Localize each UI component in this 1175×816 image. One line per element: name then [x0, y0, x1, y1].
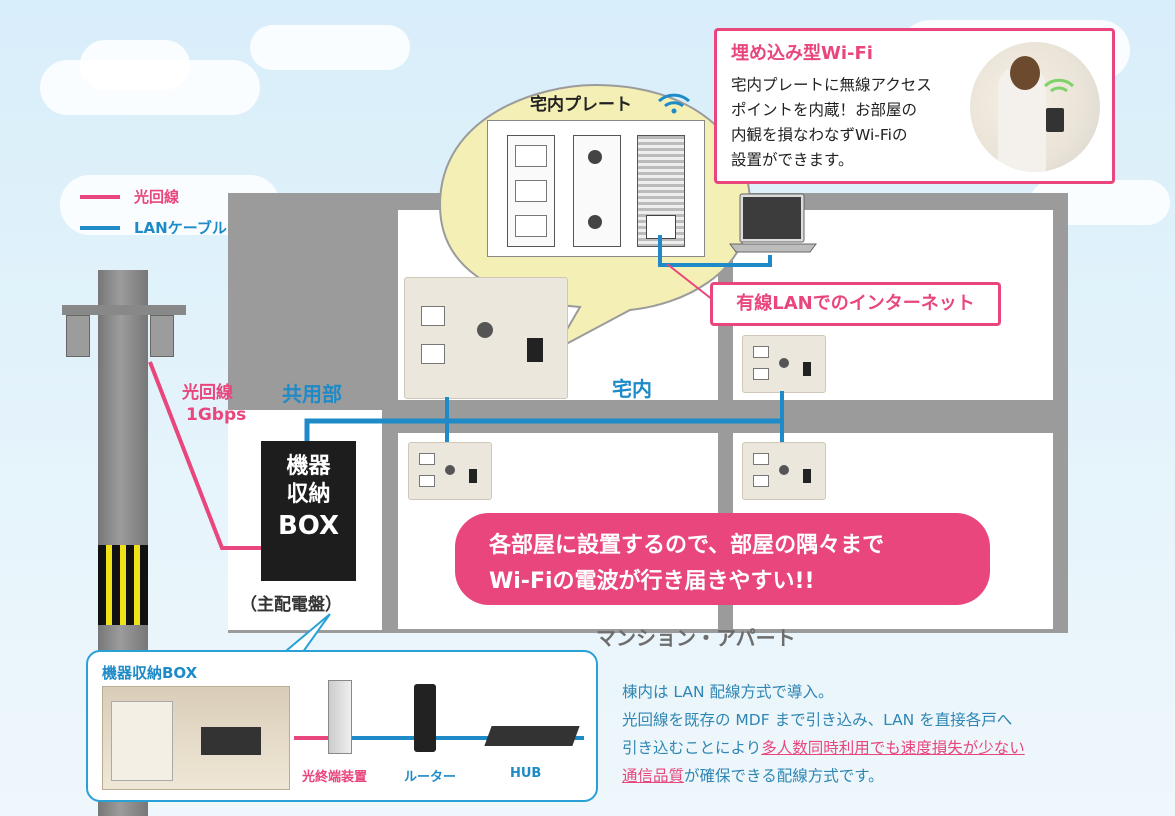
- connection-line: [294, 736, 584, 740]
- description: 棟内は LAN 配線方式で導入。 光回線を既存の MDF まで引き込み、LAN …: [622, 678, 1142, 790]
- box-label-line: 機器: [286, 454, 331, 479]
- coverage-banner: 各部屋に設置するので、部屋の隅々まで Wi-Fiの電波が行き届きやすい!!: [455, 513, 990, 605]
- outlet-socket: [421, 344, 445, 364]
- tv-jack: [779, 465, 789, 475]
- tv-jack: [588, 150, 602, 164]
- outlet-socket: [419, 475, 435, 487]
- description-line: 引き込むことにより多人数同時利用でも速度損失が少ない: [622, 734, 1142, 762]
- description-line: 通信品質が確保できる配線方式です。: [622, 762, 1142, 790]
- fiber-label: 光回線: [182, 383, 233, 403]
- box-label-line: 収納: [286, 482, 331, 507]
- wired-lan-callout: 有線LANでのインターネット: [710, 282, 1001, 326]
- lan-port-icon: [803, 469, 811, 483]
- description-line: 光回線を既存の MDF まで引き込み、LAN を直接各戸へ: [622, 711, 1013, 729]
- plate-title: 宅内プレート: [530, 95, 632, 115]
- pole-warning-band: [98, 545, 148, 625]
- storage-photo-panel: [111, 701, 173, 781]
- wifi-icon: [1043, 78, 1075, 93]
- banner-line: Wi-Fiの電波が行き届きやすい!!: [489, 569, 815, 594]
- description-text: 引き込むことにより: [622, 739, 762, 757]
- area-private-label: 宅内: [612, 377, 652, 401]
- wired-lan-text: 有線LANでのインターネット: [736, 293, 975, 314]
- outlet-socket: [753, 346, 769, 358]
- cloud: [250, 25, 410, 70]
- cloud: [80, 40, 190, 90]
- wifi-callout-line: 設置ができます。: [731, 151, 854, 169]
- storage-panel: 機器収納BOX 光終端装置 ルーター HUB: [86, 650, 598, 802]
- storage-photo-devices: [201, 727, 261, 755]
- person-hair: [1010, 56, 1040, 90]
- description-highlight: 通信品質: [622, 767, 685, 785]
- fiber-speed: 1Gbps: [186, 405, 247, 425]
- wifi-callout-line: 内観を損なわなずWi-Fiの: [731, 126, 908, 144]
- router-icon: [414, 684, 436, 752]
- wifi-callout-line: ポイントを内蔵！お部屋の: [731, 101, 918, 119]
- banner-line: 各部屋に設置するので、部屋の隅々まで: [489, 533, 885, 558]
- tv-jack: [779, 358, 789, 368]
- box-subtitle: （主配電盤）: [240, 595, 342, 615]
- outlet-socket: [753, 453, 769, 465]
- outlet-socket: [515, 145, 547, 167]
- building-label: マンション・アパート: [596, 626, 796, 650]
- tv-jack: [477, 322, 493, 338]
- outlet-socket: [753, 368, 769, 380]
- lan-port-icon: [527, 338, 543, 362]
- ont-icon: [328, 680, 352, 754]
- legend-lan-line: [80, 226, 120, 230]
- lan-cable-laptop: [658, 235, 772, 267]
- outlet-socket: [419, 453, 435, 465]
- storage-photo: [102, 686, 290, 790]
- legend-optical-line: [80, 195, 120, 199]
- legend-lan-label: LANケーブル: [134, 219, 227, 237]
- storage-title: 機器収納BOX: [102, 664, 198, 682]
- room-outlet: [408, 442, 492, 500]
- box-label-line: BOX: [277, 511, 340, 541]
- outlet-socket: [515, 180, 547, 202]
- pole-transformer: [150, 315, 174, 357]
- wired-pointer: [666, 263, 714, 301]
- person-photo: [970, 42, 1100, 172]
- area-common-label: 共用部: [282, 382, 342, 406]
- connection-line-optical: [294, 736, 330, 740]
- wifi-callout-title: 埋め込み型Wi-Fi: [731, 43, 873, 64]
- equipment-box: 機器 収納 BOX: [261, 441, 356, 581]
- lan-port-icon: [469, 469, 477, 483]
- pole-transformer: [66, 315, 90, 357]
- device-label-ont: 光終端装置: [302, 770, 368, 785]
- description-text: が確保できる配線方式です。: [684, 767, 884, 785]
- lan-port-icon: [803, 362, 811, 376]
- legend-optical-label: 光回線: [134, 188, 180, 206]
- device-label-hub: HUB: [510, 766, 542, 781]
- tv-jack: [588, 215, 602, 229]
- wifi-callout-line: 宅内プレートに無線アクセス: [731, 76, 932, 94]
- laptop-icon: [729, 193, 817, 253]
- pole-crossarm: [62, 305, 186, 315]
- wifi-icon: [657, 93, 691, 114]
- outlet-socket: [421, 306, 445, 326]
- tv-jack: [445, 465, 455, 475]
- device-label-router: ルーター: [404, 770, 457, 785]
- tablet-icon: [1046, 108, 1064, 132]
- hub-icon: [484, 726, 580, 746]
- description-line: 棟内は LAN 配線方式で導入。: [622, 683, 834, 701]
- outlet-socket: [753, 475, 769, 487]
- description-highlight: 多人数同時利用でも速度損失が少ない: [761, 739, 1025, 757]
- room-outlet: [742, 442, 826, 500]
- outlet-socket: [515, 215, 547, 237]
- room-outlet-large: [404, 277, 568, 399]
